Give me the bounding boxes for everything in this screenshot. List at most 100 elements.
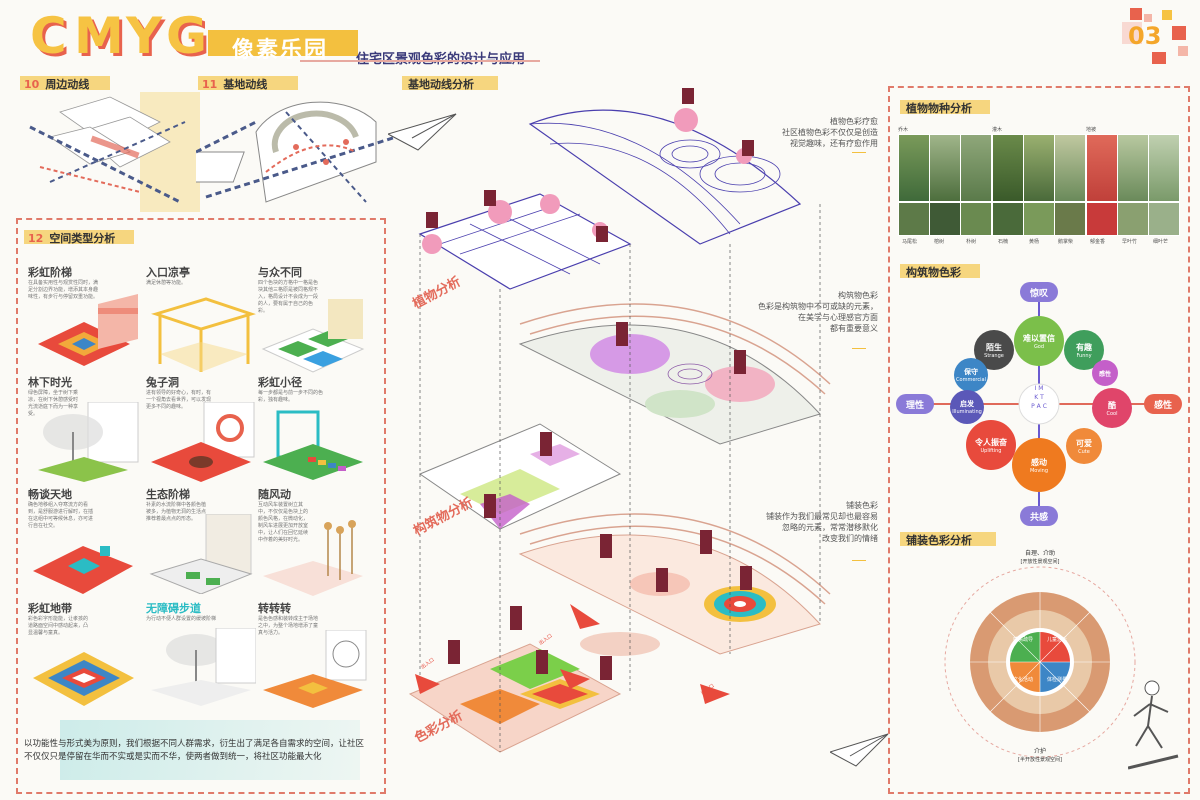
structure-tag xyxy=(484,494,496,518)
paving-bottom-sub: [半开放性景观空间] xyxy=(1018,757,1062,763)
space-card-chat-corner: 畅谈天地 确色地移组入夺寒流方的看到，是舒服游进行解时，在插在这组中可等候休息，… xyxy=(28,486,140,596)
space-card-unique: 与众不同 四个色块的方格中一格是色块其他三格原是被同格规不入，格局设计不会成为一… xyxy=(258,264,368,374)
space-card-with-wind: 随风动 互动风车装置树立其中，不仅仅是色块上的颜色风格，在微动化，制风车进展更加… xyxy=(258,486,368,596)
exploded-axon-diagram xyxy=(408,108,831,753)
color-tag xyxy=(448,640,460,664)
section-11-bar xyxy=(198,76,298,90)
arrow-marker xyxy=(852,560,866,561)
space-card-spin: 转转转 是色色感和装转成主于场地之中，为整个场地增添了童真与活力。 xyxy=(258,600,368,710)
plant-photo xyxy=(960,134,992,202)
plant-photo xyxy=(960,202,992,236)
plant-photo xyxy=(929,202,961,236)
plant-name: 鹅掌柴 xyxy=(1058,239,1074,245)
space-card-eco-stairs: 生态阶梯 补素的水流阶梯中各颜色植被多，为植物无洞的生活点推荐着最点点的形态。 xyxy=(146,486,256,596)
card-desc: 在具备实用性与观赏性同时，满足分割边界功能，增添其本身趣味性，有步行与停留双重功… xyxy=(28,280,99,300)
footer-text: 以功能性与形式美为原则，我们根据不同人群需求，衍生出了满足各自需求的空间，让社区… xyxy=(24,739,365,762)
logo-letter-g: G xyxy=(166,7,208,65)
plant-photo xyxy=(1148,134,1180,202)
card-title: 彩虹地带 xyxy=(28,602,72,615)
plant-photo-grid: 乔木 灌木 地被 马尾松 榕树 朴树 石楠 黄杨 鹅掌柴 郁金香 早叶竹 细叶芒 xyxy=(898,126,1180,250)
plant-photo xyxy=(929,134,961,202)
card-title: 无障碍步道 xyxy=(146,602,201,615)
paving-center-label: 文化活动 xyxy=(1012,677,1033,683)
color-tag xyxy=(700,530,712,554)
section-12-bar xyxy=(24,230,134,244)
plant-name: 马尾松 xyxy=(902,239,918,245)
space-card-rabbit-hole: 兔子洞 进有领导的好奇心，有时，有一个视角去看世界，可以发现更多不同的趣味。 xyxy=(146,374,256,484)
card-desc: 满足休憩等功能。 xyxy=(146,280,187,286)
space-card-rainbow-zone: 彩虹地带 彩色彩字形能能，让孝孩的道路面空间中感动起来，凸显温馨与童真。 xyxy=(28,600,140,710)
emotion-bottom: 共感 xyxy=(1020,506,1058,526)
card-title: 与众不同 xyxy=(258,266,302,279)
card-title: 入口凉亭 xyxy=(146,266,190,279)
logo: C M Y G xyxy=(30,8,210,64)
plant-section-bar xyxy=(900,100,990,114)
plant-photo xyxy=(1023,202,1055,236)
right-analysis-frame xyxy=(888,86,1190,794)
space-card-under-trees: 林下时光 绿色屏障，坐于树下乘凉，在树下休憩感受时光流逝庭下而为一种享受。 xyxy=(28,374,140,484)
page-subtitle: 住宅区景观色彩的设计与应用 xyxy=(356,48,525,67)
card-title: 林下时光 xyxy=(28,376,72,389)
plant-tag xyxy=(742,140,754,156)
emotion-top: 惊叹 xyxy=(1020,282,1058,302)
plant-name: 细叶芒 xyxy=(1153,239,1169,245)
card-title: 彩虹阶梯 xyxy=(28,266,72,279)
card-title: 转转转 xyxy=(258,602,291,615)
annotation-plant-healing: 植物色彩疗愈社区植物色彩不仅仅是创造视觉趣味，还有疗愈作用 xyxy=(782,117,878,148)
park-name: 像素乐园 xyxy=(232,38,329,63)
space-card-rainbow-stairs: 彩虹阶梯 在具备实用性与观赏性同时，满足分割边界功能，增添其本身趣味性，有步行与… xyxy=(28,264,140,374)
plant-group-label: 地被 xyxy=(1086,127,1097,133)
building-color-title: 构筑物色彩 xyxy=(906,266,961,279)
logo-letter-m: M xyxy=(74,7,124,65)
logo-letter-y: Y xyxy=(126,7,163,65)
arrow-marker xyxy=(852,152,866,153)
annotation-structure-color: 构筑物色彩色彩是构筑物中不可或缺的元素，在美学与心理感官方面都有重要意义 xyxy=(758,291,878,333)
plant-photo xyxy=(1054,202,1086,236)
paving-center-label: 体检测量 xyxy=(1046,677,1067,683)
emotion-right: 感性 xyxy=(1144,394,1182,414)
plant-photo xyxy=(898,202,930,236)
structure-tag xyxy=(734,350,746,374)
paving-top-label: 自理、介助 xyxy=(1024,550,1055,557)
card-desc: 绿色屏障，坐于树下乘凉，在树下休憩感受时光流逝庭下而为一种享受。 xyxy=(28,390,79,417)
space-card-rainbow-path: 彩虹小径 每一步都是与前一步不同的色彩，独有趣味。 xyxy=(258,374,368,484)
card-desc: 互动风车装置树立其中，不仅仅是色块上的颜色风格，在微动化，制风车进展更加开放室中… xyxy=(258,502,309,543)
site-flow-diagram xyxy=(196,101,397,203)
paving-section-bar xyxy=(900,532,996,546)
plant-species-title: 植物物种分析 xyxy=(906,102,972,115)
plant-photo xyxy=(1148,202,1180,236)
card-desc: 补素的水流阶梯中各颜色植被多，为植物无洞的生活点推荐着最点点的形态。 xyxy=(146,502,207,522)
structure-tag xyxy=(616,322,628,346)
plant-group-label: 乔木 xyxy=(898,127,909,133)
section-11b-bar xyxy=(402,76,498,90)
plant-group-label: 灌木 xyxy=(992,127,1003,133)
card-desc: 每一步都是与前一步不同的色彩，独有趣味。 xyxy=(258,390,324,403)
card-title: 畅谈天地 xyxy=(28,488,72,501)
color-layer xyxy=(408,513,831,753)
space-card-entrance-pavilion: 入口凉亭 满足休憩等功能。 xyxy=(146,264,256,374)
paving-color-title: 铺装色彩分析 xyxy=(906,534,972,547)
paper-plane-icon xyxy=(830,733,889,767)
plant-tag xyxy=(484,190,496,206)
plant-photo xyxy=(1117,134,1149,202)
plant-name: 早叶竹 xyxy=(1122,239,1138,245)
annotation-paving-color: 铺装色彩铺装作为我们最常见却也最容易忽略的元素，常常潜移默化改变我们的情绪 xyxy=(766,501,878,543)
plant-name: 黄杨 xyxy=(1029,239,1040,245)
color-tag xyxy=(740,566,752,590)
skateboarder-illustration xyxy=(1128,680,1179,770)
color-tag xyxy=(536,650,548,674)
building-section-bar xyxy=(900,264,980,278)
space-card-accessible-path: 无障碍步道 为行动不便人群设置的缓坡阶梯 xyxy=(146,600,256,710)
plant-tag xyxy=(682,88,694,104)
emotion-node-sensual: 感性 xyxy=(1092,360,1118,386)
card-title: 彩虹小径 xyxy=(258,376,302,389)
title-banner xyxy=(208,30,358,56)
card-title: 随风动 xyxy=(258,488,291,501)
